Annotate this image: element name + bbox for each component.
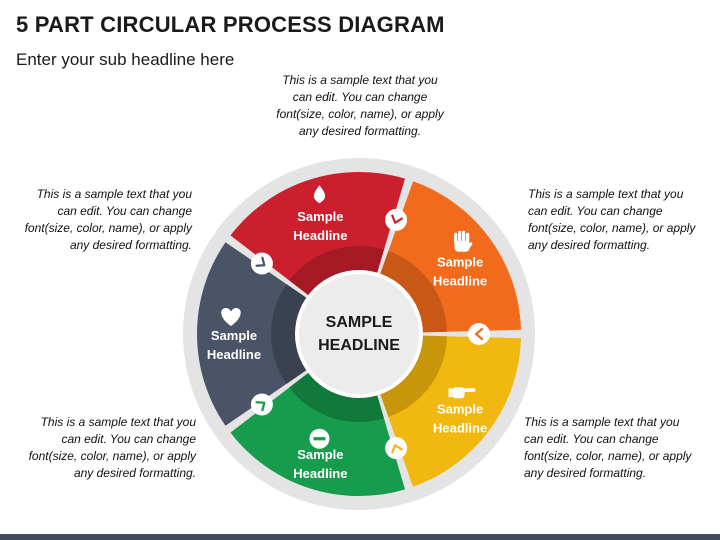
raised-hand-icon: [454, 230, 473, 252]
segment-3-arrow-marker: [385, 437, 408, 460]
note-right-top: This is a sample text that you can edit.…: [528, 187, 696, 252]
minus-circle-icon: [309, 428, 330, 449]
chevron-icon: [391, 444, 403, 454]
segment-5-arrow-marker: [250, 252, 273, 275]
segment-2-label-line2: Headline: [433, 274, 487, 289]
pointing-hand-icon: [448, 387, 476, 399]
segment-4-label-line2: Headline: [293, 466, 347, 481]
segment-2-label-line1: Sample: [437, 255, 483, 270]
chevron-icon: [255, 401, 266, 412]
center-label-line1: SAMPLE: [326, 314, 393, 331]
segment-5-label-line2: Headline: [207, 347, 261, 362]
segment-4-inner-band: [289, 371, 384, 423]
segment-1-label-line2: Headline: [293, 228, 347, 243]
segment-3-label-line1: Sample: [437, 402, 483, 417]
note-right-bottom: This is a sample text that you can edit.…: [524, 415, 692, 480]
icons-layer: [221, 185, 476, 449]
segment-2-inner-band: [379, 251, 447, 333]
chevron-icon: [255, 256, 266, 267]
note-left-bottom: This is a sample text that you can edit.…: [28, 415, 196, 480]
center-label-line2: HEADLINE: [318, 337, 400, 354]
segment-4-arrow-marker: [250, 393, 273, 416]
note-top: This is a sample text that you can edit.…: [276, 73, 444, 138]
segment-5: [197, 242, 308, 426]
labels-layer: SampleHeadlineSampleHeadlineSampleHeadli…: [207, 209, 487, 481]
segment-2-arrow-marker: [468, 323, 490, 345]
note-left-top: This is a sample text that you can edit.…: [24, 187, 192, 252]
segment-5-inner-band: [271, 284, 308, 384]
center-circle: [295, 270, 423, 398]
segment-5-label-line1: Sample: [211, 328, 257, 343]
heart-icon: [221, 308, 241, 326]
markers-layer: [250, 208, 490, 460]
segment-1-arrow-marker: [385, 208, 408, 231]
chevron-icon: [391, 214, 403, 224]
chevron-icon: [474, 327, 484, 341]
segment-3-inner-band: [379, 335, 447, 417]
segment-4-label-line1: Sample: [297, 447, 343, 462]
footer-bar: [0, 534, 720, 540]
segment-1-inner-band: [289, 246, 384, 297]
page-subtitle: Enter your sub headline here: [16, 50, 235, 69]
inner-ring-layer: [271, 246, 447, 423]
water-drop-icon: [313, 185, 326, 204]
segment-3-label-line2: Headline: [433, 421, 487, 436]
segment-1-label-line1: Sample: [297, 209, 343, 224]
page-title: 5 PART CIRCULAR PROCESS DIAGRAM: [16, 12, 445, 37]
